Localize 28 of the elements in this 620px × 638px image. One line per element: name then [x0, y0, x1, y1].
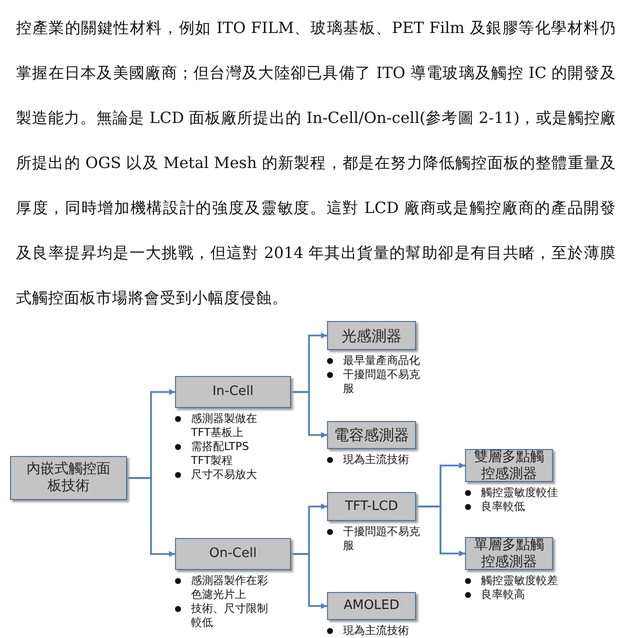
- bullet-item: 現為主流技術: [325, 624, 435, 638]
- bullet-item: 尺寸不易放大: [173, 468, 265, 482]
- bullet-item: 需搭配LTPS TFT製程: [173, 440, 265, 468]
- bullet-item: 干擾問題不易克服: [325, 368, 429, 396]
- bullet-item: 良率較低: [463, 500, 593, 514]
- process-box: 光感測器: [327, 321, 416, 350]
- process-box: AMOLED: [327, 592, 416, 620]
- process-box: 雙層多點觸控感測器: [465, 449, 553, 482]
- bullet-item: 感測器製作在彩色濾光片上: [173, 574, 271, 602]
- process-box: 電容感測器: [327, 421, 416, 449]
- bullet-item: 感測器製做在TFT基板上: [173, 412, 265, 440]
- process-box: On-Cell: [175, 538, 291, 570]
- bullet-item: 現為主流技術: [325, 453, 435, 467]
- process-box: 內嵌式觸控面板技術: [10, 456, 127, 500]
- connector-arrow: [291, 553, 327, 609]
- process-box: In-Cell: [175, 376, 291, 408]
- bullet-item: 技術、尺寸限制較低: [173, 602, 271, 630]
- connector-arrow: [416, 506, 465, 556]
- connector-arrow: [127, 477, 175, 557]
- bullet-item: 最早量產商品化: [325, 354, 429, 368]
- connector-arrow: [291, 391, 327, 438]
- bullet-item: 觸控靈敏度較佳: [463, 486, 593, 500]
- process-box: TFT-LCD: [327, 492, 416, 521]
- process-box: 單層多點觸控感測器: [465, 537, 553, 570]
- bullet-item: 觸控靈敏度較差: [463, 574, 593, 588]
- bullet-item: 干擾問題不易克服: [325, 525, 429, 553]
- bullet-item: 良率較高: [463, 588, 593, 602]
- paragraph-text: 控產業的關鍵性材料，例如 ITO FILM、玻璃基板、PET Film 及銀膠等化學材料仍掌握在日本及美國廠商；但台灣及大陸卻已具備了 ITO 導電玻璃及觸控 IC 的開發及製造能力。無論是 LCD 面板廠所提出的 In-Cell/On-cell(參考圖 2-11)，或是觸控廠所提出的 OGS 以及 Metal Mesh 的新製程，都是在努力降低觸控面板的整體重量及厚度，同時增加機構設計的強度及靈敏度。這對 LCD 廠商或是觸控廠商的產品開發及良率提昇均是一大挑戰，但這對 2014 年其出貨量的幫助卻是有目共睹，至於薄膜式觸控面板市場將會受到小幅度侵蝕。: [16, 18, 616, 309]
